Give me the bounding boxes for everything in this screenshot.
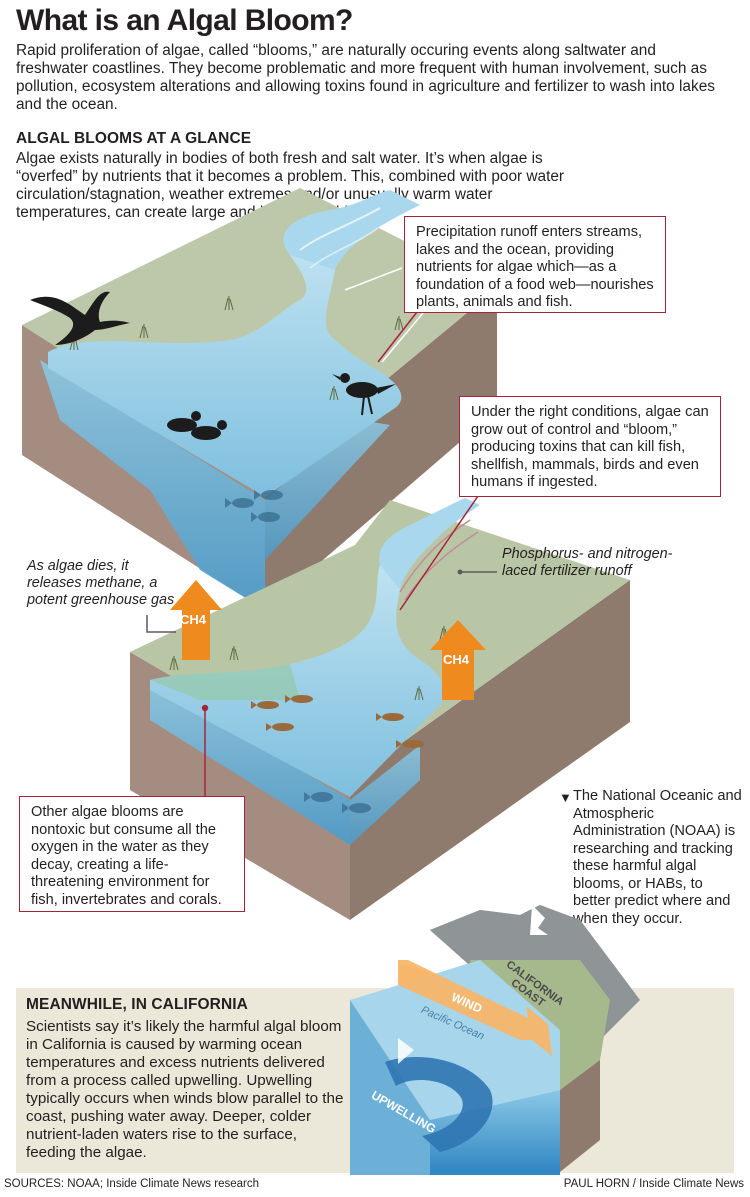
wading-bird-icon	[332, 373, 396, 416]
lower-landscape-block	[130, 498, 630, 920]
nontoxic-callout: Other algae blooms are nontoxic but cons…	[19, 796, 245, 912]
california-heading: MEANWHILE, IN CALIFORNIA	[26, 996, 248, 1013]
triangle-bullet-icon: ▼	[559, 790, 572, 805]
fish-icon	[304, 792, 371, 813]
flying-bird-icon	[30, 291, 130, 345]
methane-label-right: CH4	[443, 652, 470, 667]
methane-arrow-right	[430, 620, 486, 700]
methane-arrow-left	[170, 580, 222, 660]
runoff-callout: Precipitation runoff enters streams, lak…	[404, 216, 666, 313]
fish-icon	[225, 490, 283, 522]
glance-heading: ALGAL BLOOMS AT A GLANCE	[16, 130, 252, 147]
fertilizer-note: Phosphorus- and nitrogen-laced fertilize…	[502, 546, 673, 579]
dead-fish-icon	[251, 695, 424, 748]
bloom-callout: Under the right conditions, algae can gr…	[459, 396, 721, 497]
page-title: What is an Algal Bloom?	[16, 4, 353, 37]
methane-note: As algae dies, it releases methane, a po…	[27, 558, 175, 608]
noaa-note: The National Oceanic and Atmospheric Adm…	[573, 788, 742, 927]
methane-label-left: CH4	[180, 612, 207, 627]
sources-text: SOURCES: NOAA; Inside Climate News resea…	[4, 1178, 259, 1190]
california-text: Scientists say it’s likely the harmful a…	[26, 1018, 344, 1161]
intro-text: Rapid proliferation of algae, called “bl…	[16, 42, 715, 113]
duck-icon	[167, 411, 227, 440]
upper-landscape-block	[22, 188, 497, 610]
credit-text: PAUL HORN / Inside Climate News	[563, 1178, 744, 1190]
